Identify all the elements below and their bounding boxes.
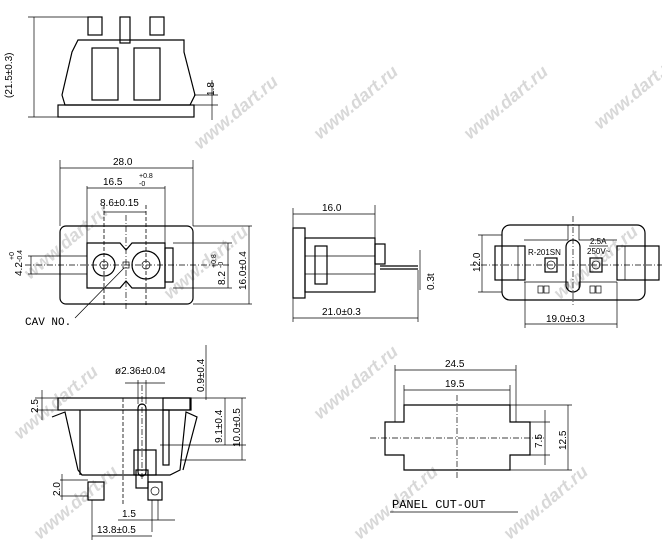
dim-outer-height: 12.5 <box>558 430 569 450</box>
dim-flange: 1.8 <box>206 82 217 96</box>
dim-pin-diameter: ø2.36±0.04 <box>115 366 166 377</box>
top-view: (21.5±0.3) 1.8 <box>4 16 218 120</box>
dim-slot-tol-plus: +0 <box>9 252 16 260</box>
dim-slot: 4.2 <box>14 262 25 276</box>
panel-cutout-title: PANEL CUT-OUT <box>392 498 486 512</box>
watermark: www.dart.ru <box>500 461 592 543</box>
dim-inner-height-tol-plus: +0.8 <box>211 254 218 268</box>
dim-inner-height: 8.2 <box>217 271 228 285</box>
watermark: www.dart.ru <box>310 341 402 423</box>
panel-cutout: 24.5 19.5 7.5 12.5 PANEL CUT-OUT <box>370 359 572 513</box>
dim-inner-width: 19.5 <box>445 379 465 390</box>
dim-pin-height: 9.1±0.4 <box>214 409 225 443</box>
dim-top-gap: 0.9±0.4 <box>196 358 207 392</box>
dim-height: 12.0 <box>472 252 483 272</box>
rear-view: R-201SN 2.5A 250V~ 12.0 19.0±0.3 <box>470 216 662 328</box>
watermark: www.dart.ru <box>20 201 112 283</box>
dim-inner-width: 16.5 <box>103 177 123 188</box>
dim-terminal-span: 13.8±0.5 <box>97 525 136 536</box>
dim-width: 28.0 <box>113 157 133 168</box>
side-view: 16.0 0.3t 21.0±0.3 <box>292 203 437 322</box>
watermark: www.dart.ru <box>190 71 282 153</box>
dim-inner-height-tol-minus: -0 <box>218 262 225 268</box>
dim-pin-pitch: 8.6±0.15 <box>100 198 139 209</box>
watermark: www.dart.ru <box>10 361 102 443</box>
dim-depth: 16.0 <box>322 203 342 214</box>
dim-slot-tol-minus: -0.4 <box>17 250 24 262</box>
current-rating: 2.5A <box>590 237 607 246</box>
model-label: R-201SN <box>528 248 561 257</box>
dim-flange: 2.5 <box>30 399 41 413</box>
dim-height: (21.5±0.3) <box>4 52 15 98</box>
watermark: www.dart.ru <box>590 51 662 133</box>
dim-height: 16.0±0.4 <box>238 251 249 290</box>
dim-outer-width: 24.5 <box>445 359 465 370</box>
watermarks: www.dart.ru www.dart.ru www.dart.ru www.… <box>10 51 662 543</box>
dim-thickness: 0.3t <box>426 273 437 290</box>
dim-inner-width-tol-plus: +0.8 <box>139 173 153 180</box>
watermark: www.dart.ru <box>460 61 552 143</box>
dim-body-height: 10.0±0.5 <box>232 408 243 447</box>
dim-width: 19.0±0.3 <box>546 314 585 325</box>
dim-inner-height: 7.5 <box>534 434 545 448</box>
section-view: ø2.36±0.04 0.9±0.4 2.5 9.1±0.4 10.0±0.5 … <box>30 345 246 540</box>
cav-no-label: CAV NO. <box>25 317 71 329</box>
dim-inner-width-tol-minus: -0 <box>139 181 145 188</box>
watermark: www.dart.ru <box>310 61 402 143</box>
dim-terminal-width: 1.5 <box>122 509 136 520</box>
front-view: 28.0 16.5 +0.8 -0 8.6±0.15 4.2 +0 -0.4 8… <box>9 157 252 329</box>
dim-length: 21.0±0.3 <box>322 307 361 318</box>
dim-terminal: 2.0 <box>52 482 63 496</box>
voltage-rating: 250V~ <box>587 247 611 256</box>
